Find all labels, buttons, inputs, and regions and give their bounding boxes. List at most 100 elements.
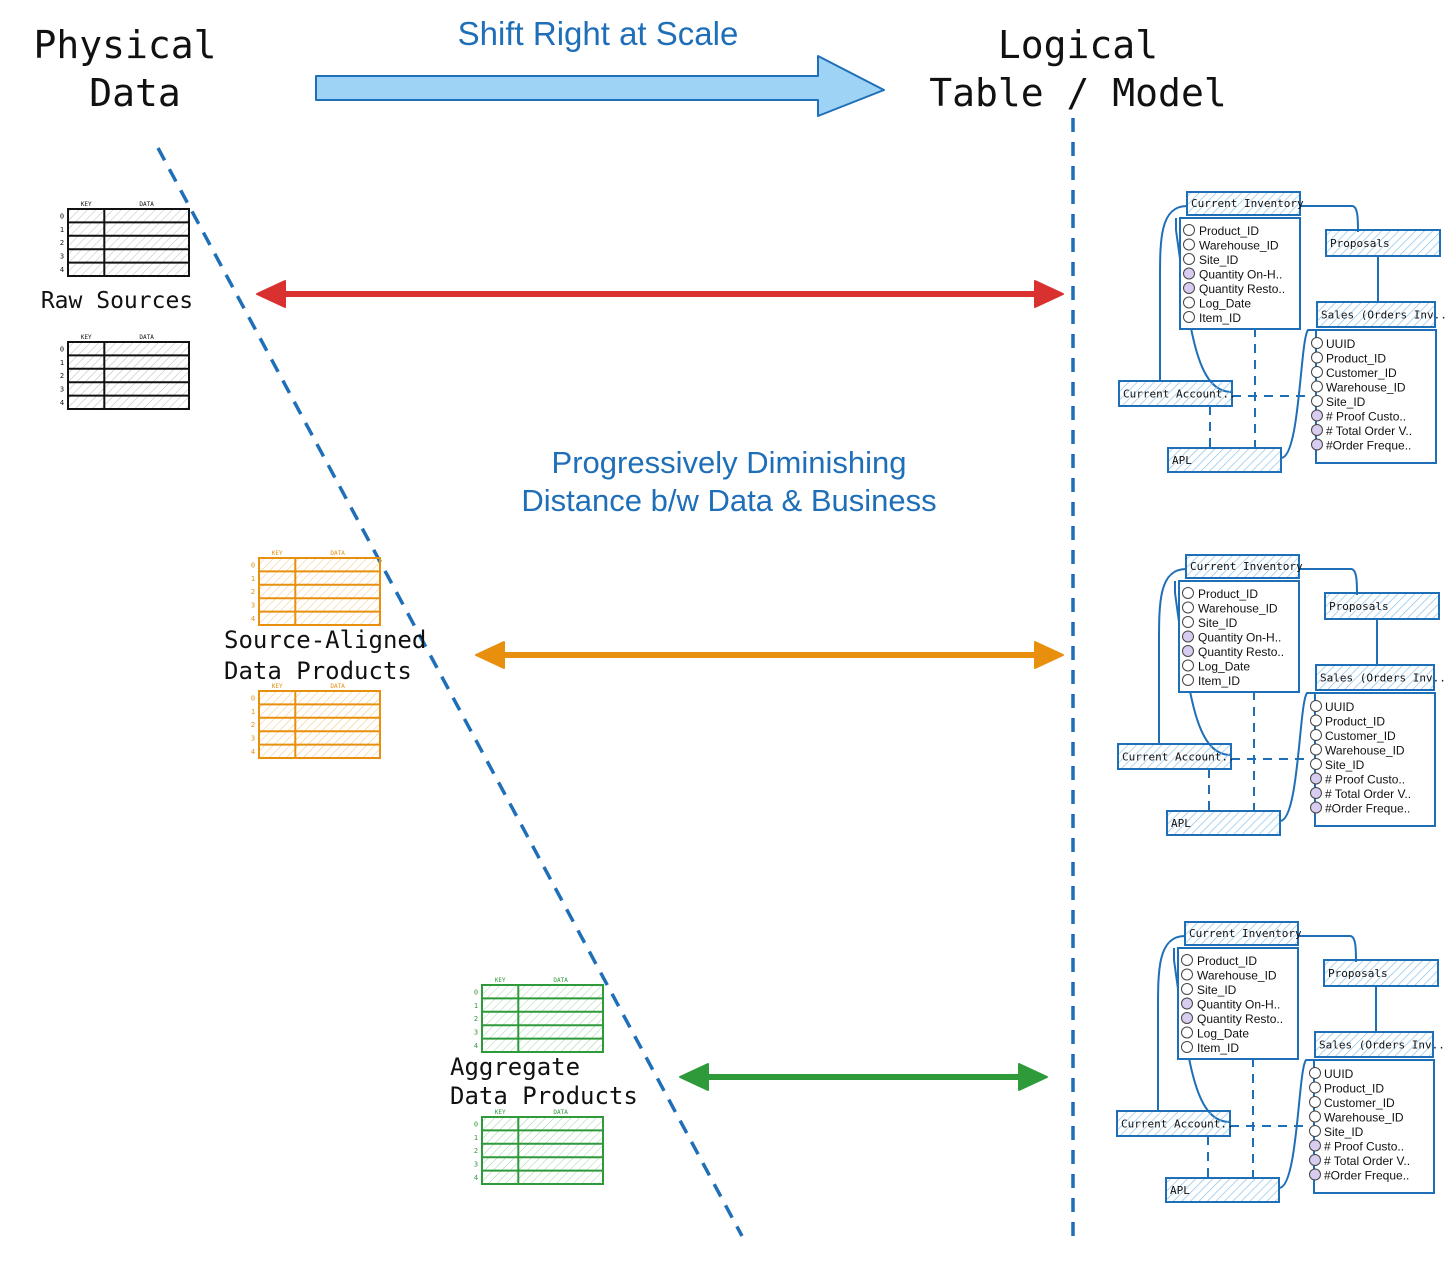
current-inventory-header-title: Current Inventory bbox=[1190, 560, 1303, 573]
current-inventory-field: Site_ID bbox=[1198, 616, 1238, 630]
current-inventory-fields-box bbox=[1179, 217, 1301, 330]
mini-table-frame bbox=[481, 984, 604, 1053]
sales-header-title: Sales (Orders Inv.. bbox=[1320, 672, 1446, 685]
proposals-header: Proposals bbox=[1323, 959, 1439, 987]
mini-table-row-index: 0 bbox=[60, 212, 64, 220]
apl-header-title: APL bbox=[1171, 817, 1191, 830]
mini-table-row-index: 4 bbox=[474, 1042, 478, 1050]
sales-field: UUID bbox=[1325, 700, 1355, 714]
mini-table-row-index: 4 bbox=[251, 615, 255, 623]
mini-table-row-index: 4 bbox=[60, 399, 64, 407]
connector-inventory-account bbox=[1159, 205, 1188, 382]
sales-fields-box bbox=[1315, 329, 1437, 464]
measure-icon bbox=[1310, 772, 1322, 785]
apl-header: APL bbox=[1165, 1177, 1280, 1203]
dimension-icon bbox=[1183, 224, 1195, 236]
measure-icon bbox=[1311, 409, 1323, 422]
current-inventory-fields-box bbox=[1177, 947, 1299, 1060]
apl-header-title: APL bbox=[1170, 1184, 1190, 1197]
mini-table-row-index: 3 bbox=[474, 1029, 478, 1037]
mini-table-data-header: DATA bbox=[139, 334, 154, 341]
logical-title-line2: Table / Model bbox=[929, 71, 1226, 115]
dimension-icon bbox=[1310, 714, 1322, 727]
arrow-head-left bbox=[679, 1063, 709, 1091]
dimension-icon bbox=[1310, 700, 1322, 712]
mini-table-row-index: 1 bbox=[251, 575, 255, 583]
proposals-header-frame bbox=[1323, 959, 1439, 987]
sales-header: Sales (Orders Inv.. bbox=[1316, 301, 1447, 328]
sales-field: Product_ID bbox=[1324, 1082, 1384, 1096]
dimension-icon bbox=[1309, 1067, 1321, 1079]
dimension-icon bbox=[1311, 351, 1323, 364]
connector-apl-sales bbox=[1280, 329, 1316, 459]
sales-field: # Proof Custo.. bbox=[1324, 1140, 1404, 1154]
dimension-icon bbox=[1309, 1110, 1321, 1123]
mini-table-frame bbox=[258, 690, 381, 759]
connector-inventory-proposals bbox=[1300, 205, 1359, 233]
sales-field: #Order Freque.. bbox=[1326, 439, 1411, 453]
caption-line1: Progressively Diminishing bbox=[552, 445, 907, 480]
mini-table-row-index: 3 bbox=[251, 602, 255, 610]
current-account-header-title: Current Account.. bbox=[1123, 388, 1236, 401]
mini-table-row-index: 2 bbox=[251, 588, 255, 596]
mini-table-row-index: 2 bbox=[474, 1147, 478, 1155]
dimension-icon bbox=[1183, 311, 1195, 323]
measure-icon bbox=[1309, 1154, 1321, 1166]
mini-table-key-header: KEY bbox=[81, 334, 92, 341]
current-inventory-field: Log_Date bbox=[1199, 297, 1251, 311]
sales-field: Site_ID bbox=[1324, 1125, 1364, 1139]
dimension-icon bbox=[1181, 1041, 1193, 1053]
current-inventory-field: Quantity On-H.. bbox=[1197, 998, 1280, 1012]
proposals-header: Proposals bbox=[1324, 592, 1440, 620]
dimension-icon bbox=[1181, 1026, 1193, 1039]
dimension-icon bbox=[1183, 296, 1195, 309]
current-inventory-field: Product_ID bbox=[1197, 954, 1257, 968]
arrow-head-left bbox=[256, 280, 286, 308]
current-inventory-header: Current Inventory bbox=[1184, 921, 1302, 946]
dimension-icon bbox=[1309, 1125, 1321, 1137]
mini-table-row-index: 1 bbox=[474, 1002, 478, 1010]
arrow-head-right bbox=[1034, 641, 1064, 669]
apl-header-frame bbox=[1166, 810, 1281, 836]
sales-field: Customer_ID bbox=[1324, 1096, 1395, 1110]
shift-right-label: Shift Right at Scale bbox=[458, 15, 739, 52]
apl-header-title: APL bbox=[1172, 454, 1192, 467]
proposals-header-frame bbox=[1324, 592, 1440, 620]
dimension-icon bbox=[1309, 1096, 1321, 1108]
sales-field: # Proof Custo.. bbox=[1326, 410, 1406, 424]
shift-right-arrow bbox=[315, 55, 885, 117]
sales-header: Sales (Orders Inv.. bbox=[1314, 1031, 1445, 1058]
apl-header-frame bbox=[1167, 447, 1282, 473]
dimension-icon bbox=[1311, 337, 1323, 349]
measure-icon bbox=[1310, 801, 1322, 814]
sales-field: # Proof Custo.. bbox=[1325, 773, 1405, 787]
mini-table-row-index: 3 bbox=[474, 1161, 478, 1169]
mini-table-key-header: KEY bbox=[272, 683, 283, 690]
proposals-header-title: Proposals bbox=[1329, 600, 1389, 613]
sales-header-frame bbox=[1316, 301, 1436, 328]
sales-header: Sales (Orders Inv.. bbox=[1315, 664, 1446, 691]
dimension-icon bbox=[1309, 1081, 1321, 1094]
current-inventory-field: Log_Date bbox=[1198, 660, 1250, 674]
measure-icon bbox=[1311, 438, 1323, 451]
mini-table-row-index: 0 bbox=[474, 988, 478, 996]
source-aligned-arrow bbox=[475, 641, 1064, 669]
physical-data-title-line2: Data bbox=[89, 71, 181, 115]
raw-sources-label: Raw Sources bbox=[41, 288, 193, 314]
connector-inventory-account bbox=[1157, 935, 1186, 1112]
physical-boundary-dashed-line bbox=[156, 147, 744, 1237]
mini-table-row-index: 1 bbox=[60, 226, 64, 234]
current-inventory-field: Warehouse_ID bbox=[1198, 602, 1278, 616]
current-inventory-field: Site_ID bbox=[1197, 983, 1237, 997]
sales-fields-box bbox=[1313, 1059, 1435, 1194]
logical-model: Current InventoryProduct_IDWarehouse_IDS… bbox=[1116, 921, 1445, 1203]
mini-table-row-index: 1 bbox=[251, 708, 255, 716]
sales-field: # Total Order V.. bbox=[1324, 1154, 1410, 1168]
current-inventory-header-title: Current Inventory bbox=[1191, 197, 1304, 210]
aggregate-arrow bbox=[679, 1063, 1048, 1091]
current-inventory-field: Quantity Resto.. bbox=[1199, 282, 1285, 296]
mini-table-row-index: 0 bbox=[251, 561, 255, 569]
